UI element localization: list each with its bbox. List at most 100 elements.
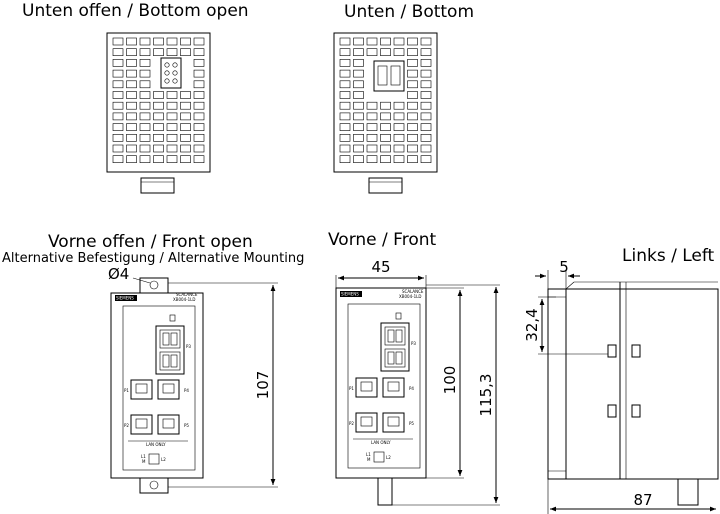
vent-slot	[139, 155, 151, 163]
vent-slot	[180, 112, 191, 121]
vent-slot	[112, 37, 124, 46]
vent-slot	[139, 37, 151, 46]
vent-slot	[339, 91, 351, 99]
vent-slot	[180, 101, 191, 110]
latch-slot	[631, 344, 641, 358]
vent-slot	[366, 134, 378, 142]
vent-slot	[126, 59, 137, 67]
vent-slot	[153, 134, 164, 142]
rj45-jack	[135, 383, 148, 394]
vent-slot	[126, 144, 137, 153]
dim-depth-87: 87	[633, 491, 652, 509]
port-label-p3: P3	[186, 344, 191, 349]
fibre-socket	[162, 332, 170, 346]
vent-slot	[380, 134, 391, 142]
latch-slot	[607, 404, 617, 418]
rj45-port-p1	[355, 377, 378, 398]
fibre-port-block	[380, 322, 410, 372]
vent-slot	[393, 112, 405, 121]
vent-slot	[112, 48, 124, 57]
port-label-p1: P1	[349, 386, 354, 391]
port-label-p5: P5	[409, 421, 414, 426]
vent-slot	[407, 59, 418, 67]
vent-slot	[339, 144, 351, 153]
port-label-p5: P5	[184, 423, 189, 428]
vent-slot	[153, 112, 164, 121]
front-open-panel	[122, 305, 196, 471]
vent-slot	[166, 91, 178, 99]
port-label-p2: P2	[124, 423, 129, 428]
vent-slot	[153, 144, 164, 153]
vent-slot	[366, 48, 378, 57]
vent-slot	[380, 112, 391, 121]
vent-slot	[407, 48, 418, 57]
vent-slot	[393, 155, 405, 163]
part-label: XB004-1LD	[173, 297, 195, 302]
rj45-port-p5	[157, 414, 180, 435]
vent-slot	[193, 37, 205, 46]
lan-only-label: LAN ONLY	[371, 440, 391, 445]
vent-slot	[380, 101, 391, 110]
connector-pin	[164, 62, 170, 68]
mounting-hole	[149, 280, 159, 290]
vent-slot	[339, 48, 351, 57]
vent-slot	[366, 144, 378, 153]
vent-slot	[193, 112, 205, 121]
vent-slot	[139, 48, 151, 57]
vent-slot	[380, 144, 391, 153]
vent-slot	[153, 48, 164, 57]
bottom-open-connector	[160, 57, 182, 89]
vent-slot	[126, 37, 137, 46]
vent-slot	[353, 155, 364, 163]
vent-slot	[420, 69, 432, 78]
left-view: 5 32,4 87	[523, 258, 719, 514]
vent-slot	[126, 112, 137, 121]
vent-slot	[353, 91, 364, 99]
vent-slot	[166, 123, 178, 131]
vent-slot	[366, 123, 378, 131]
vent-slot	[166, 101, 178, 110]
vent-slot	[366, 101, 378, 110]
vent-slot	[153, 101, 164, 110]
vent-slot	[407, 155, 418, 163]
vent-slot	[193, 59, 205, 67]
vent-slot	[420, 134, 432, 142]
vent-slot	[193, 123, 205, 131]
bottom-open-foot	[140, 177, 175, 194]
vent-slot	[366, 37, 378, 46]
status-led	[169, 314, 176, 322]
vent-slot	[112, 123, 124, 131]
vent-slot	[112, 91, 124, 99]
vent-slot	[339, 123, 351, 131]
title-bottom: Unten / Bottom	[344, 2, 474, 22]
brand-logo	[115, 295, 137, 301]
mounting-hole	[149, 480, 159, 490]
vent-slot	[339, 37, 351, 46]
bottom-open-view	[106, 32, 211, 194]
fibre-socket	[387, 351, 395, 365]
connector-pin	[164, 78, 170, 84]
connector-socket	[377, 65, 388, 86]
dim-height-100: 100	[441, 366, 459, 395]
part-label: XB004-1LD	[399, 294, 421, 299]
bottom-housing	[333, 32, 438, 173]
vent-slot	[153, 155, 164, 163]
port-label-p3: P3	[411, 341, 416, 346]
vent-slot	[166, 134, 178, 142]
vent-slot	[353, 48, 364, 57]
fibre-port-block	[155, 325, 185, 375]
vent-slot	[126, 101, 137, 110]
vent-slot	[139, 69, 151, 78]
vent-slot	[393, 37, 405, 46]
rj45-jack	[387, 381, 400, 392]
vent-slot	[193, 69, 205, 78]
bottom-foot	[368, 177, 403, 194]
power-label-l1: L1	[366, 452, 371, 457]
left-top-slant	[565, 281, 575, 290]
vent-slot	[112, 144, 124, 153]
rj45-jack	[360, 381, 373, 392]
brand-logo-text: SIEMENS	[116, 296, 134, 301]
vent-slot	[153, 37, 164, 46]
diameter-leader	[132, 277, 151, 284]
vent-slot	[353, 69, 364, 78]
